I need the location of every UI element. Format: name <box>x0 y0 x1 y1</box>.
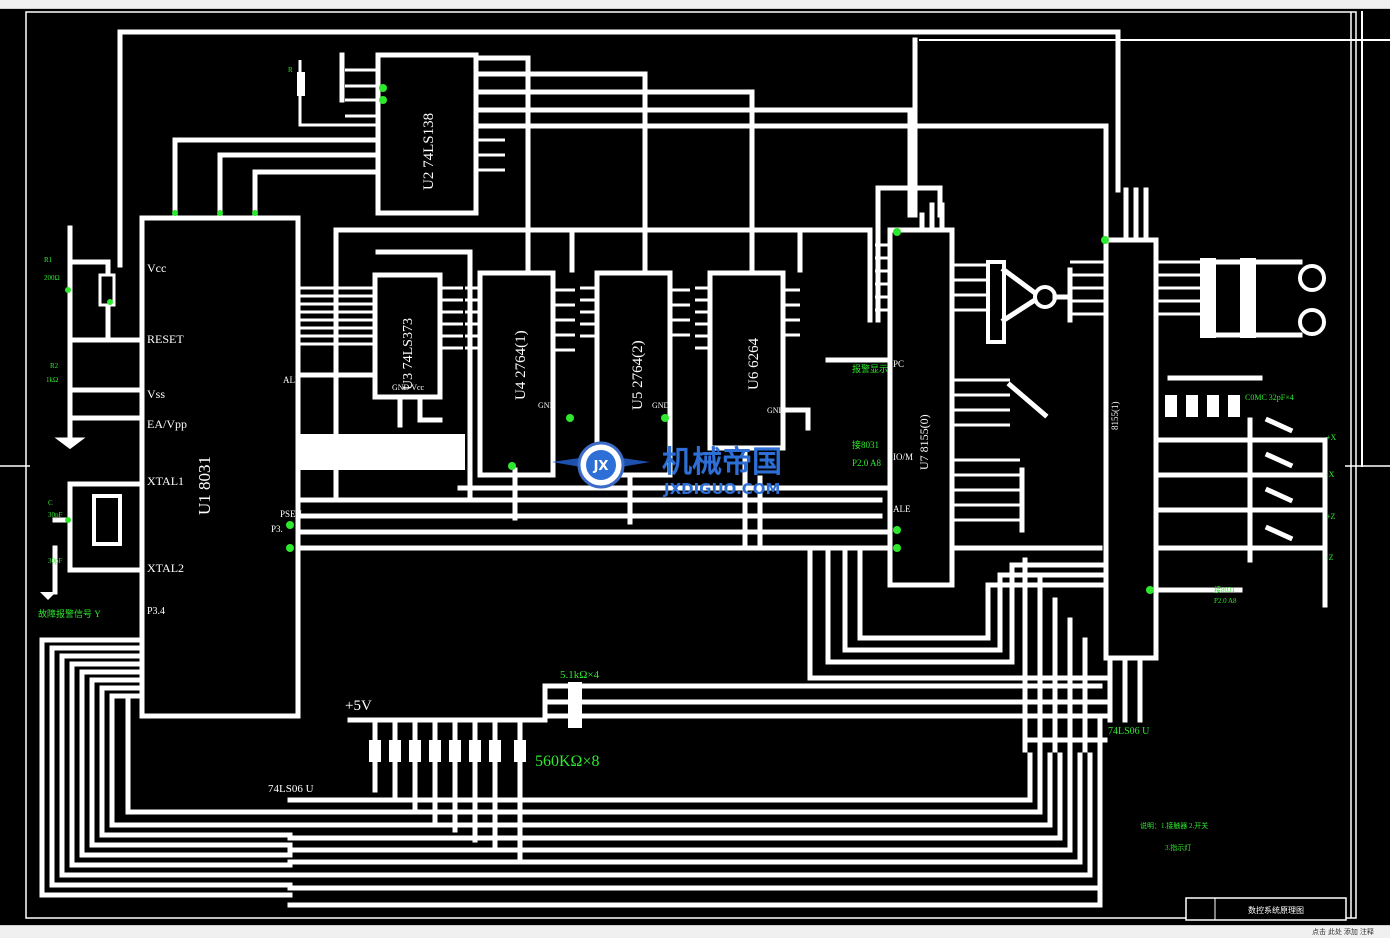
svg-text:U3 74LS373: U3 74LS373 <box>401 318 416 390</box>
u3-gnd <box>397 395 443 428</box>
svg-text:+5V: +5V <box>345 698 372 714</box>
junction-dots <box>65 84 1154 594</box>
svg-text:-X: -X <box>1326 470 1335 479</box>
resistor-bank-560k: +5V 5.1kΩ×4 560KΩ×8 <box>345 669 1108 863</box>
svg-text:8155(1): 8155(1) <box>1110 402 1120 431</box>
memory-buses <box>457 445 903 551</box>
svg-text:故障报警信号 Y: 故障报警信号 Y <box>38 608 101 619</box>
label-r3: R <box>288 66 293 74</box>
top-ruler-bar <box>0 0 1390 9</box>
svg-text:说明：1.接触器 2.开关: 说明：1.接触器 2.开关 <box>1140 821 1208 830</box>
svg-text:C0MC 32pF×4: C0MC 32pF×4 <box>1245 393 1294 402</box>
u6-gnd <box>780 407 811 431</box>
svg-text:数控系统原理图: 数控系统原理图 <box>1248 905 1304 915</box>
chip-u1-label: U1 8031 <box>195 456 214 515</box>
u4-pin-lines <box>465 286 575 352</box>
chip-u5[interactable]: U5 2764(2) GND <box>594 270 673 478</box>
svg-text:U6 6264: U6 6264 <box>746 337 762 390</box>
svg-text:GND: GND <box>652 401 670 410</box>
u5-pin-lines <box>580 286 690 338</box>
u7-top-pins <box>919 202 945 233</box>
u8-right-bus <box>1156 258 1326 338</box>
u6-pin-lines <box>695 286 800 350</box>
svg-text:3.指示灯: 3.指示灯 <box>1165 843 1191 852</box>
chip-u1[interactable]: U1 8031 <box>139 215 301 719</box>
svg-text:30pF: 30pF <box>48 557 63 565</box>
chip-u4[interactable]: U4 2764(1) GND <box>477 270 556 478</box>
svg-text:U5 2764(2): U5 2764(2) <box>630 340 646 410</box>
svg-text:JX: JX <box>593 459 609 474</box>
svg-text:C: C <box>48 499 53 507</box>
svg-text:ALE: ALE <box>283 375 301 385</box>
svg-text:PSEN: PSEN <box>280 509 303 519</box>
svg-text:P2.0 A8: P2.0 A8 <box>852 458 882 468</box>
u3-pin-lines <box>440 286 463 350</box>
chip-u7[interactable]: U7 8155(0) ALE IO/M PC <box>887 227 955 588</box>
u1-pin-labels: Vcc RESET Vss EA/Vpp XTAL1 XTAL2 P3.4 AL… <box>147 261 303 617</box>
lower-right-buses <box>807 545 1143 753</box>
bottom-bus-lines: 74LS06 U 74LS06 U <box>39 637 1150 908</box>
svg-text:P3.: P3. <box>271 524 283 534</box>
svg-text:R2: R2 <box>50 362 59 370</box>
svg-text:U7 8155(0): U7 8155(0) <box>917 414 931 470</box>
watermark-logo: JX 机械帝国 JXDIGUO.COM <box>552 441 782 498</box>
chip-u2-label: U2 74LS138 <box>421 113 437 190</box>
u7-right-side <box>952 260 1073 533</box>
title-block: 数控系统原理图 <box>1185 897 1347 921</box>
svg-text:接8031: 接8031 <box>1214 585 1236 594</box>
svg-text:RESET: RESET <box>147 332 184 346</box>
chip-u8[interactable]: 8155(1) <box>1103 237 1159 661</box>
svg-text:74LS06 U: 74LS06 U <box>1108 726 1150 737</box>
svg-text:-Z: -Z <box>1326 553 1334 562</box>
reset-circuit: R1 200Ω R2 1kΩ <box>44 225 143 450</box>
svg-text:报警显示: 报警显示 <box>852 363 888 374</box>
svg-text:560KΩ×8: 560KΩ×8 <box>535 753 599 770</box>
u8-top-pins <box>1123 187 1149 243</box>
svg-text:GND Vcc: GND Vcc <box>392 383 425 392</box>
svg-text:XTAL1: XTAL1 <box>147 474 184 488</box>
svg-text:200Ω: 200Ω <box>44 274 60 282</box>
notes-block: 说明：1.接触器 2.开关 3.指示灯 <box>1140 821 1208 852</box>
svg-text:EA/Vpp: EA/Vpp <box>147 417 187 431</box>
svg-text:U4 2764(1): U4 2764(1) <box>513 330 529 400</box>
svg-text:Vss: Vss <box>147 387 165 401</box>
svg-text:IO/M: IO/M <box>893 452 913 462</box>
chip-u3[interactable]: U3 74LS373 GND Vcc <box>372 272 443 400</box>
svg-text:R1: R1 <box>44 256 53 264</box>
svg-text:XTAL2: XTAL2 <box>147 561 184 575</box>
resistor-r3 <box>297 72 305 96</box>
svg-text:+Z: +Z <box>1326 512 1336 521</box>
svg-text:GND: GND <box>767 406 785 415</box>
svg-text:1kΩ: 1kΩ <box>46 376 58 384</box>
crystal-circuit: C 30pF 30pF 故障报警信号 Y <box>38 481 143 619</box>
status-text: 点击 此处 添加 注释 <box>1312 929 1374 936</box>
svg-text:5.1kΩ×4: 5.1kΩ×4 <box>560 669 600 681</box>
svg-text:P2.0 A8: P2.0 A8 <box>1214 597 1237 605</box>
svg-text:接8031: 接8031 <box>852 439 879 450</box>
svg-text:74LS06 U: 74LS06 U <box>268 783 314 795</box>
svg-text:ALE: ALE <box>893 504 911 514</box>
u7-pin-lines-left <box>875 243 890 312</box>
svg-text:30pF: 30pF <box>48 511 63 519</box>
svg-text:P3.4: P3.4 <box>147 606 165 617</box>
svg-text:机械帝国: 机械帝国 <box>662 445 782 480</box>
axis-switches: C0MC 32pF×4 +X -X +Z -Z 接8031 P2.0 A8 <box>1153 375 1337 608</box>
chip-u6[interactable]: U6 6264 GND <box>707 270 786 451</box>
svg-text:JXDIGUO.COM: JXDIGUO.COM <box>663 480 780 498</box>
svg-text:+X: +X <box>1326 433 1337 442</box>
drawing-frame <box>25 11 1357 919</box>
svg-text:GND: GND <box>538 401 556 410</box>
svg-text:PC: PC <box>893 359 904 369</box>
u8-left-bus <box>1067 260 1106 323</box>
bus-wires <box>117 11 1390 503</box>
u1-port-buses <box>297 227 1103 551</box>
chip-u2[interactable]: U2 74LS138 <box>375 52 479 216</box>
bottom-status-bar: 点击 此处 添加 注释 <box>0 925 1390 938</box>
svg-text:Vcc: Vcc <box>147 261 166 275</box>
